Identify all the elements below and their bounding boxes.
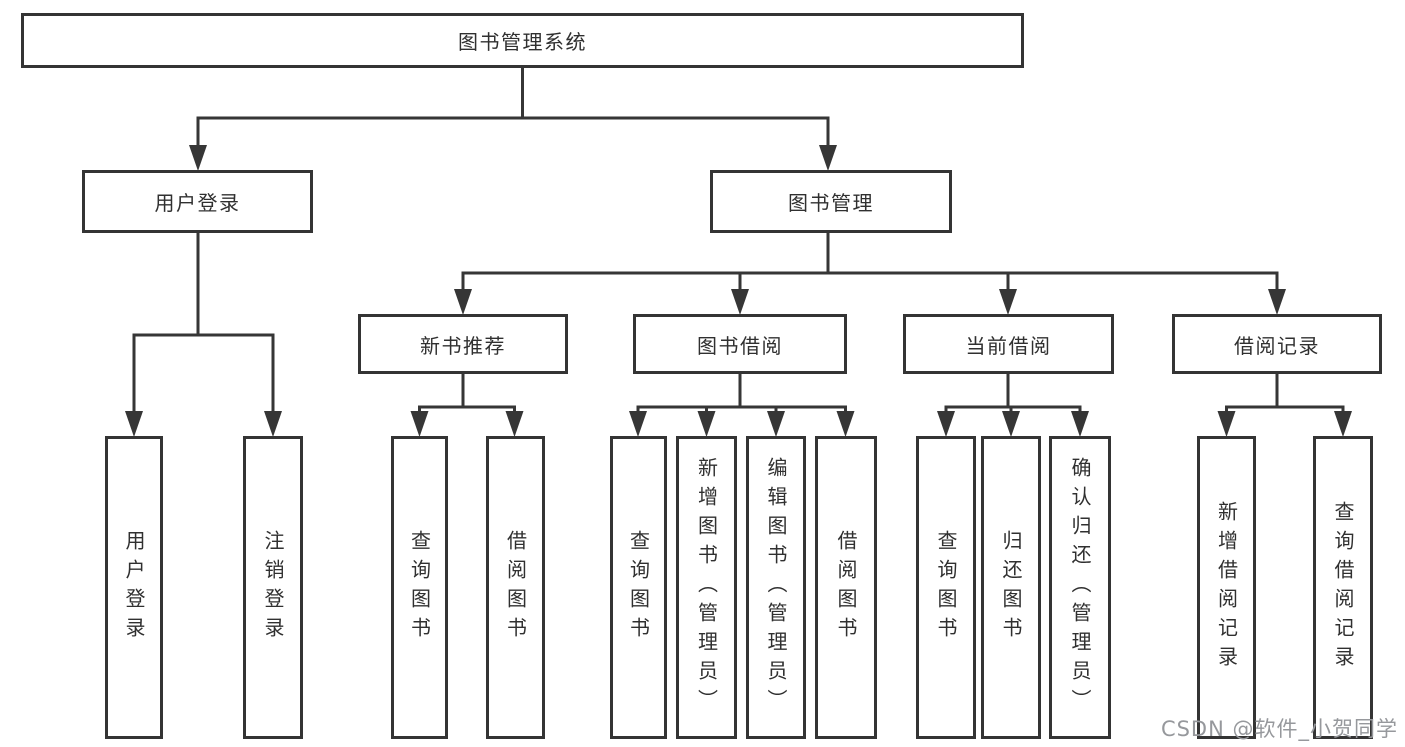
leaf-confirm-return-admin: 确认归还（管理员） bbox=[1049, 436, 1111, 739]
node-label: 图书管理 bbox=[788, 191, 874, 215]
node-label: 新书推荐 bbox=[420, 333, 506, 358]
node-label: 用户登录 bbox=[122, 529, 146, 646]
leaf-add-borrow-record: 新增借阅记录 bbox=[1197, 436, 1256, 739]
node-new-book-recommend: 新书推荐 bbox=[358, 314, 568, 374]
node-label: 借阅图书 bbox=[503, 529, 528, 646]
node-label: 编辑图书（管理员） bbox=[764, 457, 788, 718]
node-label: 新增图书（管理员） bbox=[694, 457, 719, 718]
node-label: 当前借阅 bbox=[965, 333, 1052, 358]
node-label: 图书管理系统 bbox=[458, 30, 587, 54]
node-user-login-branch: 用户登录 bbox=[82, 170, 313, 233]
leaf-edit-books-admin: 编辑图书（管理员） bbox=[746, 436, 806, 739]
node-label: 确认归还（管理员） bbox=[1068, 457, 1092, 718]
leaf-query-books-recommend: 查询图书 bbox=[391, 436, 448, 739]
leaf-logout: 注销登录 bbox=[243, 436, 303, 739]
node-label: 归还图书 bbox=[999, 529, 1023, 646]
leaf-add-books-admin: 新增图书（管理员） bbox=[676, 436, 737, 739]
node-label: 用户登录 bbox=[154, 191, 241, 215]
connector-segments bbox=[132, 66, 1345, 413]
leaf-borrow-books: 借阅图书 bbox=[815, 436, 877, 739]
node-book-borrow: 图书借阅 bbox=[633, 314, 847, 374]
node-borrow-records: 借阅记录 bbox=[1172, 314, 1382, 374]
leaf-borrow-books-recommend: 借阅图书 bbox=[486, 436, 545, 739]
leaf-user-login: 用户登录 bbox=[105, 436, 163, 739]
node-label: 借阅记录 bbox=[1234, 333, 1320, 358]
node-book-management-branch: 图书管理 bbox=[710, 170, 952, 233]
node-label: 查询借阅记录 bbox=[1331, 500, 1355, 675]
connector-arrows bbox=[125, 145, 1352, 437]
leaf-return-books: 归还图书 bbox=[981, 436, 1041, 739]
node-label: 新增借阅记录 bbox=[1214, 500, 1239, 675]
leaf-query-books-current: 查询图书 bbox=[916, 436, 976, 739]
leaf-query-borrow-record: 查询借阅记录 bbox=[1313, 436, 1373, 739]
node-label: 注销登录 bbox=[261, 529, 285, 646]
node-label: 借阅图书 bbox=[834, 529, 858, 646]
node-label: 图书借阅 bbox=[697, 333, 783, 358]
node-library-management-system: 图书管理系统 bbox=[21, 13, 1024, 68]
node-label: 查询图书 bbox=[934, 529, 958, 646]
leaf-query-books-borrow: 查询图书 bbox=[610, 436, 667, 739]
node-label: 查询图书 bbox=[626, 529, 651, 646]
node-label: 查询图书 bbox=[407, 529, 432, 646]
csdn-watermark: CSDN @软件_小贺同学 bbox=[1160, 717, 1398, 741]
node-current-borrow: 当前借阅 bbox=[903, 314, 1114, 374]
